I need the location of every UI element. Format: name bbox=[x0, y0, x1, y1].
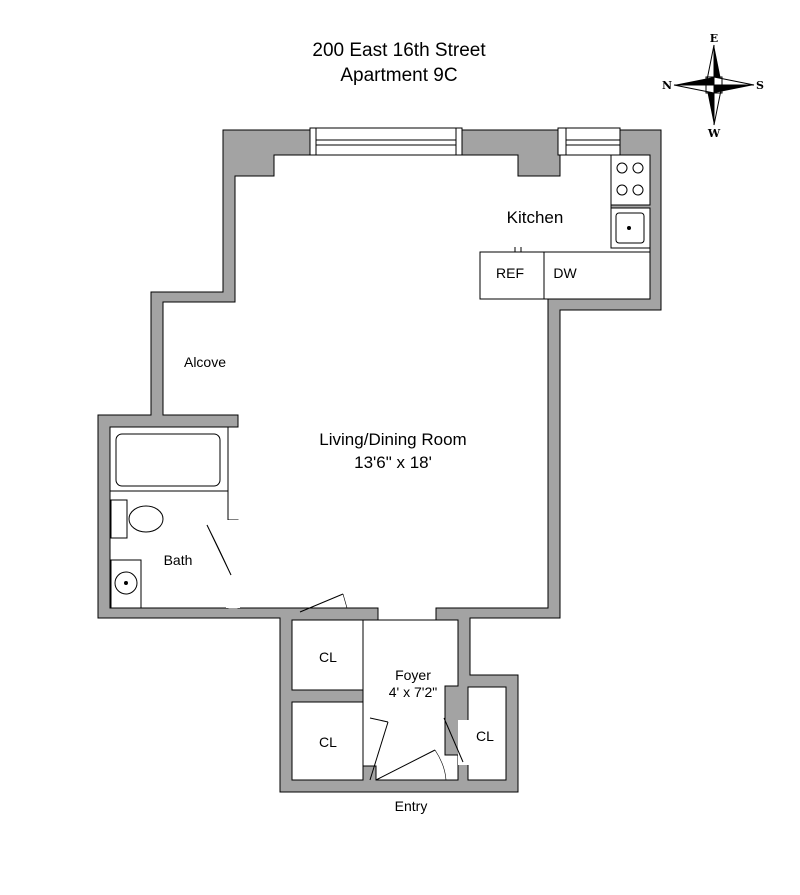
compass-rose-icon: E W N S bbox=[662, 32, 764, 140]
plan-title-address: 200 East 16th Street bbox=[312, 40, 486, 61]
closet-lower-label: CL bbox=[319, 734, 337, 750]
bath-label: Bath bbox=[164, 552, 193, 568]
compass-north-label: N bbox=[662, 79, 672, 92]
compass-south-label: S bbox=[756, 79, 764, 92]
compass-west-label: W bbox=[707, 127, 721, 140]
entry-label: Entry bbox=[395, 798, 428, 814]
windows bbox=[309, 127, 621, 156]
bath-fixtures bbox=[109, 426, 229, 609]
dishwasher-label: DW bbox=[553, 265, 577, 281]
refrigerator-label: REF bbox=[496, 265, 524, 281]
closet-upper-label: CL bbox=[319, 649, 337, 665]
living-room-label: Living/Dining Room bbox=[319, 430, 466, 449]
living-room-dimensions: 13'6" x 18' bbox=[354, 453, 432, 472]
kitchen-label: Kitchen bbox=[507, 208, 564, 227]
foyer-dimensions: 4' x 7'2" bbox=[389, 684, 437, 700]
kitchen-appliances bbox=[479, 154, 651, 300]
compass-east-label: E bbox=[710, 32, 718, 45]
closet-right-label: CL bbox=[476, 728, 494, 744]
doors bbox=[206, 524, 464, 781]
foyer-label: Foyer bbox=[395, 667, 431, 683]
alcove-label: Alcove bbox=[184, 354, 226, 370]
plan-title-apartment: Apartment 9C bbox=[340, 65, 457, 86]
